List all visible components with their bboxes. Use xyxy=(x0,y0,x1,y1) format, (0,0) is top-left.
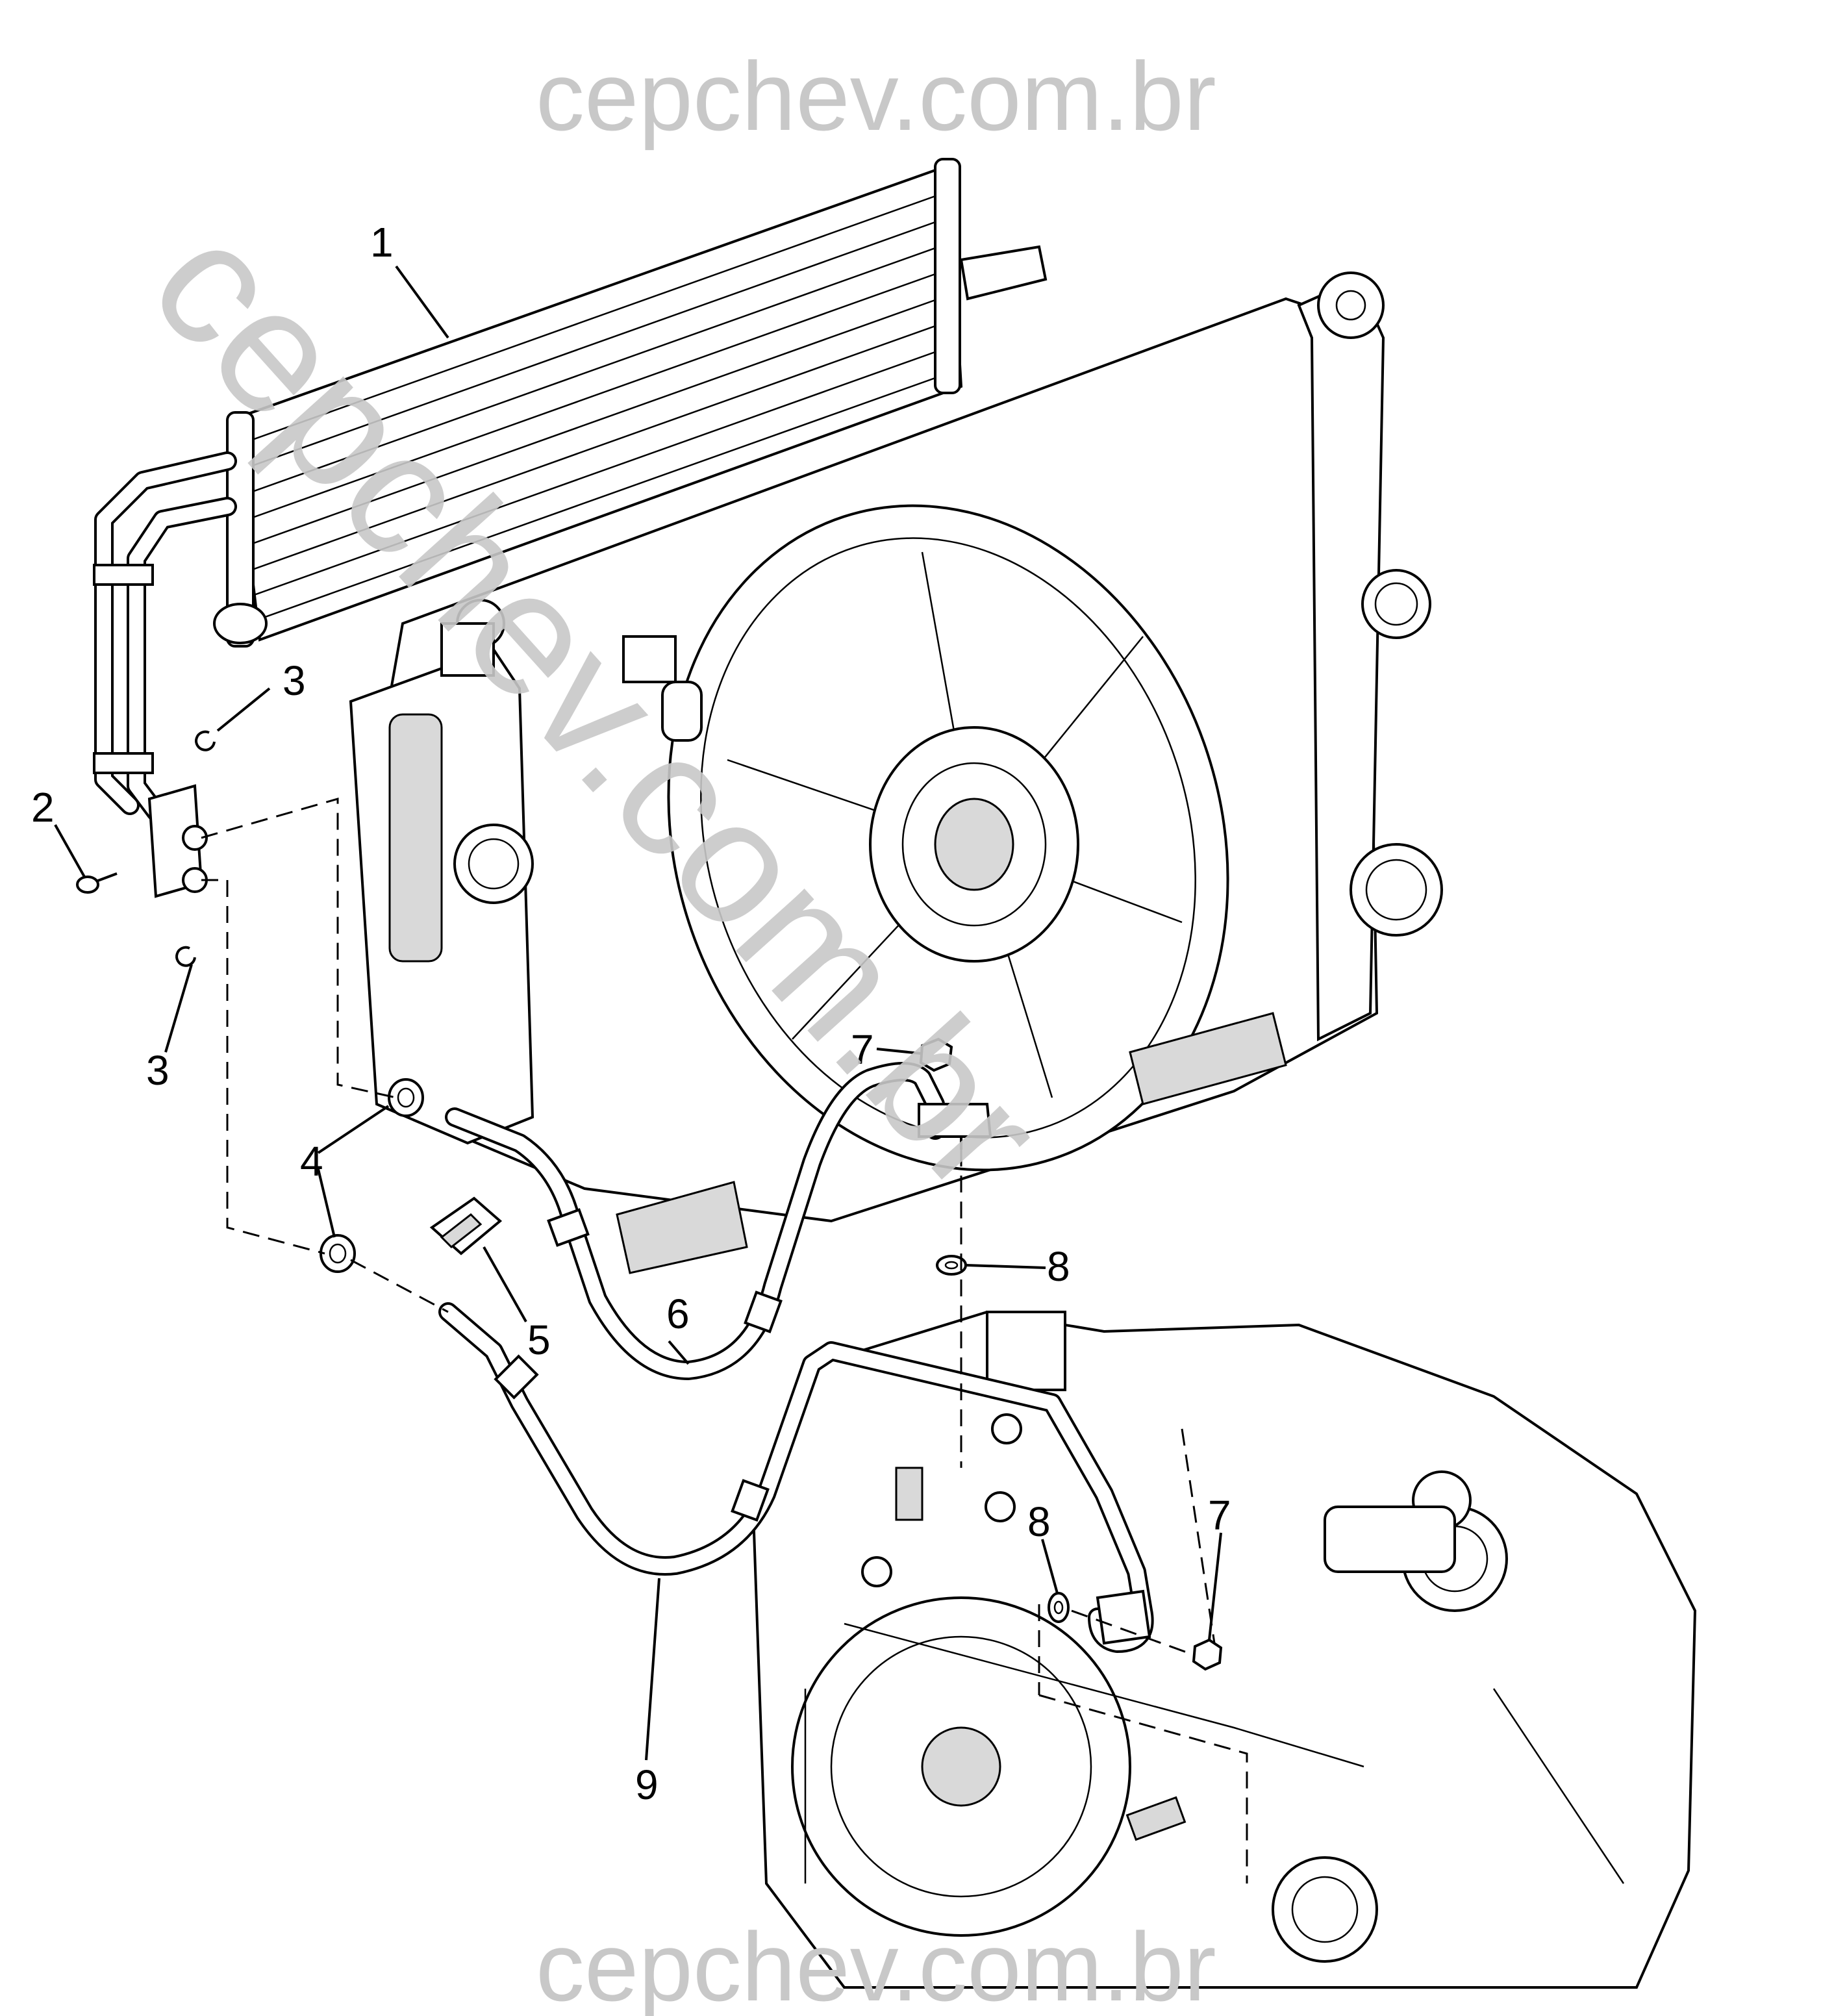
callout-7-lower: 7 xyxy=(1208,1492,1231,1539)
part-6-cooler-hose xyxy=(445,1062,992,1380)
part-1-transmission-cooler xyxy=(93,158,1048,822)
callout-7-upper: 7 xyxy=(851,1026,874,1073)
part-3-retainer-clip xyxy=(175,730,216,967)
part-4-seal xyxy=(320,1078,424,1273)
leader-lines xyxy=(54,265,1222,1761)
union-block xyxy=(147,784,208,898)
callout-8-upper: 8 xyxy=(1047,1243,1070,1290)
radiator-fan-module xyxy=(349,271,1443,1274)
watermark-top: cepchev.com.br xyxy=(536,42,1216,151)
part-2-bolt xyxy=(76,872,118,894)
transmission-assembly xyxy=(751,1310,1697,1989)
callout-1: 1 xyxy=(370,219,394,266)
callout-2: 2 xyxy=(31,784,55,831)
callout-9: 9 xyxy=(635,1761,659,1808)
watermark-bottom: cepchev.com.br xyxy=(536,1912,1216,2016)
callout-3-upper: 3 xyxy=(283,657,306,704)
callout-4: 4 xyxy=(300,1138,323,1185)
callout-5: 5 xyxy=(527,1317,551,1363)
callout-3-lower: 3 xyxy=(146,1047,170,1094)
part-5-connector xyxy=(429,1196,503,1255)
part-8-washer xyxy=(936,1255,1070,1623)
callout-6: 6 xyxy=(666,1291,690,1337)
callout-8-lower: 8 xyxy=(1027,1498,1051,1545)
part-9-cooler-hose xyxy=(438,1302,1154,1653)
callout-labels: 1 2 3 3 4 5 6 7 7 8 8 9 xyxy=(31,219,1231,1808)
alignment-lines xyxy=(201,798,1248,1884)
